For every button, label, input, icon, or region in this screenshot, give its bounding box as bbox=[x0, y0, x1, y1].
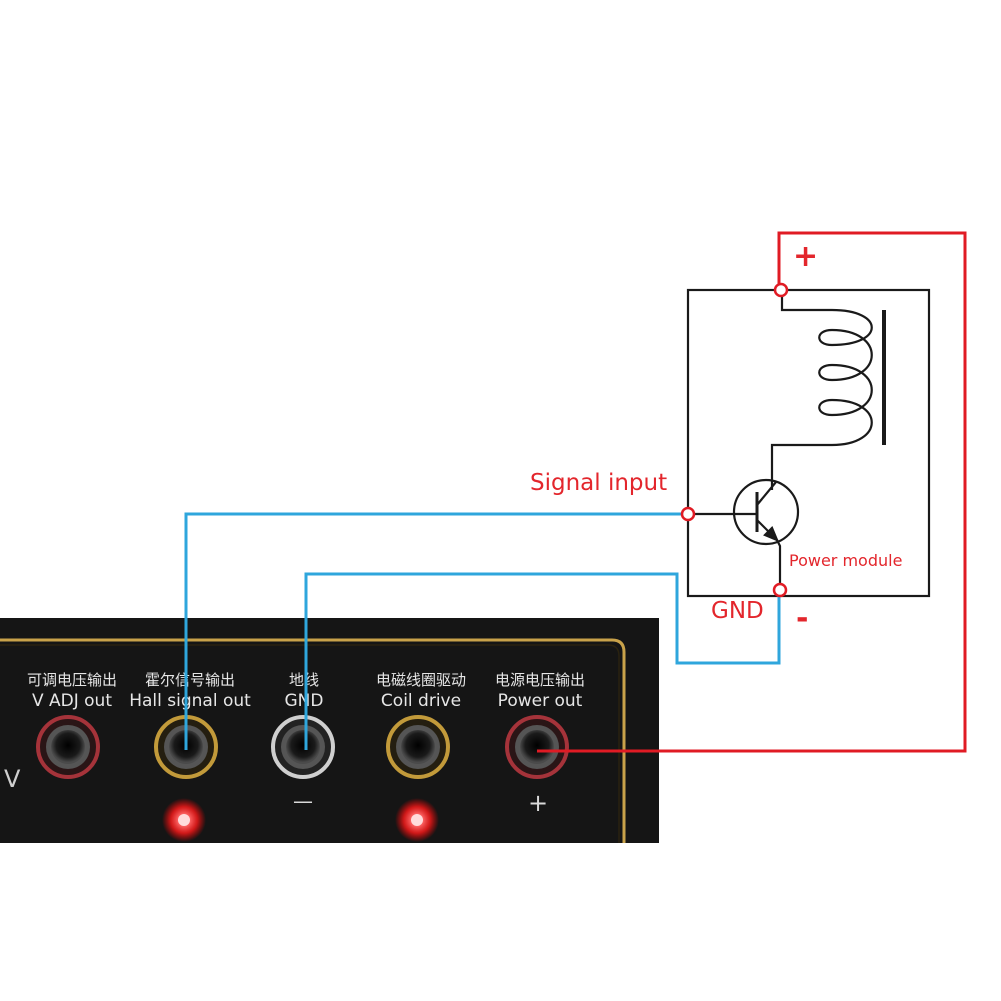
power-wire bbox=[537, 231, 967, 753]
jack-v-adj-out[interactable]: 可调电压输出 V ADJ out bbox=[27, 671, 117, 779]
coil-lead-bottom bbox=[770, 443, 832, 490]
module-outline bbox=[686, 288, 931, 598]
instrument-panel: V 可调电压输出 V ADJ out 霍尔信号输出 Hall signal ou… bbox=[0, 618, 659, 843]
minus-label: - bbox=[796, 601, 808, 636]
jack-power-out[interactable]: 电源电压输出 Power out + bbox=[495, 671, 585, 817]
gnd-label: GND bbox=[711, 598, 764, 624]
coil-lead-top bbox=[780, 290, 832, 312]
jack-gnd[interactable]: 地线 GND — bbox=[271, 671, 335, 813]
panel-edge-text: V bbox=[4, 765, 21, 793]
power-module-circuit bbox=[686, 288, 931, 598]
jack-coil-drive[interactable]: 电磁线圈驱动 Coil drive bbox=[376, 671, 466, 779]
jack-label-en: Power out bbox=[498, 691, 583, 711]
jack-label-cn: 霍尔信号输出 bbox=[145, 671, 235, 689]
jack-label-en: Hall signal out bbox=[129, 691, 251, 711]
jack-label-en: GND bbox=[285, 691, 324, 711]
jack-label-en: Coil drive bbox=[381, 691, 461, 711]
plus-label: + bbox=[793, 239, 818, 274]
signal-input-label: Signal input bbox=[530, 470, 667, 496]
jack-label-cn: 可调电压输出 bbox=[27, 671, 117, 689]
jack-label-cn: 地线 bbox=[289, 671, 319, 689]
jack-label-cn: 电源电压输出 bbox=[495, 671, 585, 689]
jack-label-en: V ADJ out bbox=[32, 691, 112, 711]
red-led bbox=[162, 798, 206, 842]
transistor-icon bbox=[732, 478, 800, 546]
jack-label-cn: 电磁线圈驱动 bbox=[376, 671, 466, 689]
coil-icon bbox=[818, 308, 873, 447]
minus-symbol: — bbox=[293, 789, 313, 813]
power-module-label: Power module bbox=[789, 551, 902, 570]
panel-gold-border bbox=[0, 638, 626, 843]
red-led bbox=[395, 798, 439, 842]
signal-wire bbox=[184, 512, 682, 750]
gnd-wire bbox=[304, 572, 781, 750]
terminal-gnd bbox=[772, 582, 788, 598]
terminal-plus bbox=[773, 282, 789, 298]
terminal-signal bbox=[680, 506, 696, 522]
plus-symbol: + bbox=[528, 789, 548, 817]
